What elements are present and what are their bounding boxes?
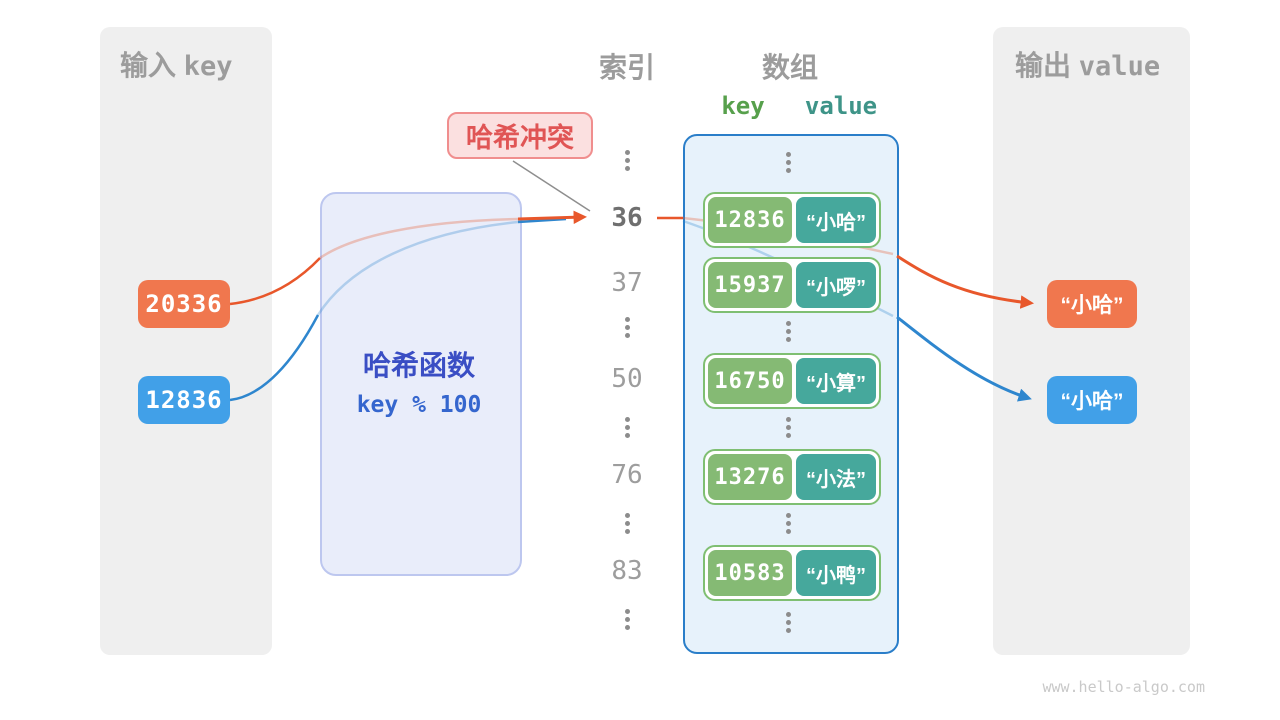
input-panel: [100, 27, 272, 655]
index-ellipsis-top: [622, 150, 632, 171]
array-entry-12836: 12836 “小哈”: [703, 192, 881, 248]
output-value-orange-label: “小哈”: [1060, 294, 1124, 317]
index-ellipsis-bottom: [622, 609, 632, 630]
index-column-header: 索引: [598, 52, 655, 83]
array-entry-13276: 13276 “小法”: [703, 449, 881, 505]
input-key-12836: 12836: [138, 376, 230, 424]
input-header-en: key: [183, 51, 233, 82]
output-value-orange: “小哈”: [1047, 280, 1137, 328]
input-header-zh: 输入: [120, 50, 177, 81]
entry-value: “小哈”: [796, 197, 876, 243]
array-entry-16750: 16750 “小算”: [703, 353, 881, 409]
array-ellipsis-1: [783, 321, 793, 342]
input-key-20336-label: 20336: [145, 290, 223, 318]
input-panel-header: 输入 key: [120, 44, 233, 84]
index-ellipsis-1: [622, 317, 632, 338]
array-key-label: key: [721, 92, 765, 120]
entry-value: “小算”: [796, 358, 876, 404]
hash-function-title: 哈希函数: [362, 350, 475, 381]
input-key-20336: 20336: [138, 280, 230, 328]
array-value-label: value: [804, 92, 878, 120]
entry-value: “小鸭”: [796, 550, 876, 596]
index-ellipsis-2: [622, 417, 632, 438]
array-entry-10583: 10583 “小鸭”: [703, 545, 881, 601]
entry-key: 15937: [708, 262, 792, 308]
entry-key: 13276: [708, 454, 792, 500]
entry-key: 16750: [708, 358, 792, 404]
array-ellipsis-2: [783, 417, 793, 438]
index-36: 36: [611, 203, 643, 233]
array-ellipsis-bottom: [783, 612, 793, 633]
index-83: 83: [611, 556, 643, 586]
array-entry-15937: 15937 “小啰”: [703, 257, 881, 313]
index-50: 50: [611, 364, 643, 394]
output-value-blue-label: “小哈”: [1060, 390, 1124, 413]
output-header-zh: 输出: [1015, 50, 1072, 81]
index-37: 37: [611, 268, 643, 298]
hash-function-box: [320, 192, 522, 576]
hash-collision-label: 哈希冲突: [466, 123, 574, 153]
hash-collision-callout: 哈希冲突: [447, 112, 593, 159]
output-panel: [993, 27, 1190, 655]
array-header: 数组: [761, 52, 818, 83]
entry-value: “小啰”: [796, 262, 876, 308]
output-header-en: value: [1078, 51, 1161, 82]
hash-function-formula: key % 100: [356, 392, 482, 418]
output-panel-header: 输出 value: [1015, 44, 1160, 84]
site-url: www.hello-algo.com: [1042, 678, 1205, 696]
output-value-blue: “小哈”: [1047, 376, 1137, 424]
entry-key: 12836: [708, 197, 792, 243]
entry-key: 10583: [708, 550, 792, 596]
entry-value: “小法”: [796, 454, 876, 500]
index-76: 76: [611, 460, 643, 490]
array-ellipsis-top: [783, 152, 793, 173]
array-ellipsis-3: [783, 513, 793, 534]
input-key-12836-label: 12836: [145, 386, 223, 414]
index-ellipsis-3: [622, 513, 632, 534]
